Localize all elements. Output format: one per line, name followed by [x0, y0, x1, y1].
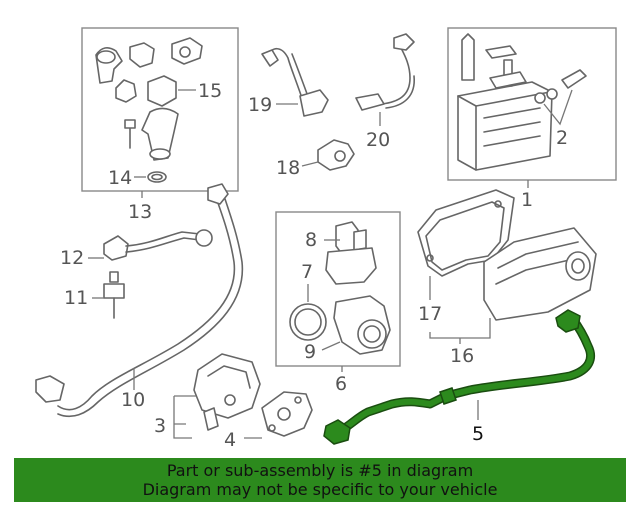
hose-5-clip — [439, 387, 457, 405]
hose-5-end-connector — [323, 419, 351, 445]
fittings-2 — [534, 69, 587, 104]
water-pump-3 — [193, 353, 261, 431]
cover-17 — [417, 189, 515, 277]
callout-16[interactable]: 16 — [450, 345, 474, 367]
callout-12[interactable]: 12 — [60, 247, 84, 269]
thermostat-parts — [289, 221, 391, 355]
callout-17[interactable]: 17 — [418, 303, 442, 325]
callout-18[interactable]: 18 — [276, 157, 300, 179]
hose-5-fill — [335, 315, 594, 435]
sensor-18 — [317, 139, 355, 171]
banner-line-1: Part or sub-assembly is #5 in diagram — [166, 461, 474, 480]
coolant-pipe-10 — [35, 183, 244, 418]
connector-12 — [103, 229, 213, 261]
evap-canister-1 — [457, 33, 553, 171]
highlighted-hose-5 — [323, 309, 596, 445]
callout-5[interactable]: 5 — [472, 423, 484, 445]
sensor-11 — [103, 271, 125, 319]
banner-line-2: Diagram may not be specific to your vehi… — [142, 480, 498, 499]
leader-16 — [429, 318, 491, 344]
sensor-parts-13 — [95, 37, 203, 183]
callout-19[interactable]: 19 — [248, 94, 272, 116]
gasket-4 — [261, 391, 313, 437]
cooler-16 — [483, 227, 597, 321]
group-box-6 — [275, 211, 401, 367]
group-box-13 — [81, 27, 239, 192]
leader-3 — [173, 395, 196, 439]
hose-5-top-connector — [555, 309, 581, 333]
leader-2 — [543, 89, 573, 126]
callout-11[interactable]: 11 — [64, 287, 88, 309]
callout-10[interactable]: 10 — [121, 389, 145, 411]
oxygen-sensor-19 — [261, 47, 329, 117]
leader-18 — [301, 161, 319, 167]
callout-8[interactable]: 8 — [305, 229, 317, 251]
leader-9 — [321, 341, 341, 351]
group-box-1 — [447, 27, 617, 181]
callout-4[interactable]: 4 — [224, 429, 236, 451]
callout-15[interactable]: 15 — [198, 80, 222, 102]
callout-2[interactable]: 2 — [556, 127, 568, 149]
callout-7[interactable]: 7 — [301, 261, 313, 283]
oxygen-sensor-20 — [355, 33, 415, 111]
callout-9[interactable]: 9 — [304, 341, 316, 363]
callout-3[interactable]: 3 — [154, 415, 166, 437]
callout-13[interactable]: 13 — [128, 201, 152, 223]
callout-14[interactable]: 14 — [108, 167, 132, 189]
callout-20[interactable]: 20 — [366, 129, 390, 151]
info-banner: Part or sub-assembly is #5 in diagram Di… — [14, 458, 626, 502]
callout-6[interactable]: 6 — [335, 373, 347, 395]
callout-1[interactable]: 1 — [521, 189, 533, 211]
